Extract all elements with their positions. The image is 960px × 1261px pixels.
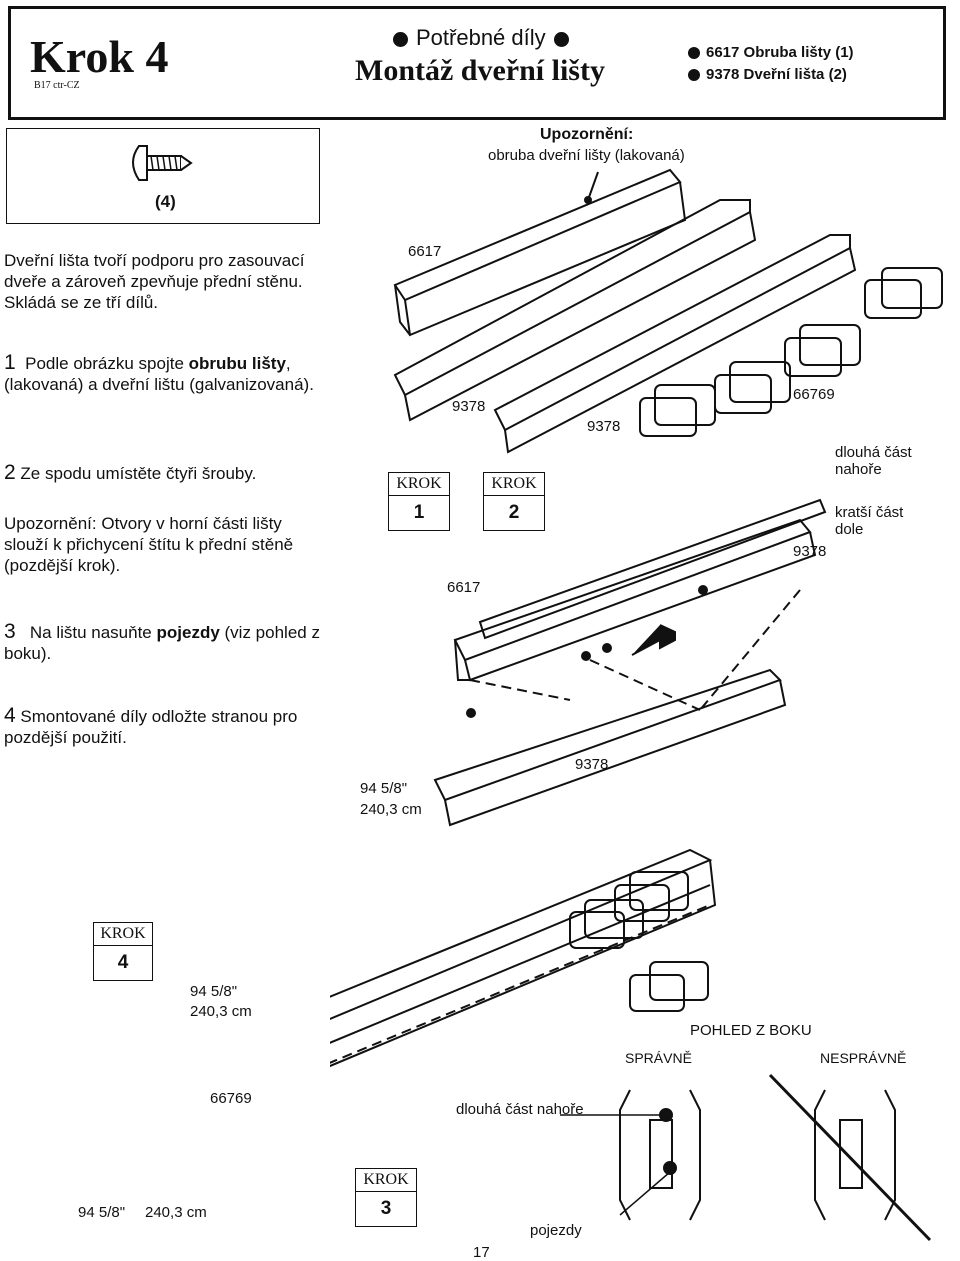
label-long-top: dlouhá část nahoře xyxy=(456,1101,584,1118)
warning-body: Otvory v horní části lišty slouží k přic… xyxy=(4,514,294,575)
slider-group xyxy=(639,384,716,437)
slider-group xyxy=(629,961,709,1012)
slider-group xyxy=(569,899,644,949)
step-text: Na lištu nasuňte xyxy=(29,623,157,642)
side-view-incorrect xyxy=(768,1073,932,1242)
label-9378: 9378 xyxy=(575,756,609,773)
dimension-inch: 94 5/8" xyxy=(360,780,408,797)
step-1-text: 1 Podle obrázku spojte obrubu lišty,(lak… xyxy=(4,352,324,395)
krok-number: 2 xyxy=(508,502,520,523)
krok-box: KROK 3 xyxy=(355,1168,417,1227)
krok-number: 1 xyxy=(413,502,425,523)
parts-list-item-label: 9378 Dveřní lišta (2) xyxy=(706,66,847,83)
krok-number: 3 xyxy=(380,1198,392,1219)
header-frame xyxy=(8,6,946,120)
step-text: Ze spodu umístěte čtyři šrouby. xyxy=(20,464,257,483)
bullet-icon xyxy=(688,69,700,82)
label-short-bottom: kratší část dole xyxy=(835,504,904,538)
step-2-text: 2 Ze spodu umístěte čtyři šrouby. xyxy=(4,462,324,484)
dimension-cm: 240,3 cm xyxy=(360,801,422,818)
label-sliders: pojezdy xyxy=(530,1222,582,1239)
slider-group xyxy=(784,324,861,377)
slider-group xyxy=(714,361,791,414)
step-title: Krok 4 xyxy=(30,31,169,82)
screw-icon xyxy=(132,145,193,181)
step-3-text: 3 Na lištu nasuňte pojezdy (viz pohled z… xyxy=(4,621,324,664)
parts-list-item: 6617 Obruba lišty (1) xyxy=(688,44,854,61)
dimension-cm: 240,3 cm xyxy=(145,1204,207,1221)
label-6617: 6617 xyxy=(447,579,481,596)
label-6617: 6617 xyxy=(408,243,442,260)
label-9378: 9378 xyxy=(587,418,621,435)
side-view-correct xyxy=(560,1089,701,1221)
warning-label: Upozornění: xyxy=(4,514,97,533)
label-incorrect: NESPRÁVNĚ xyxy=(820,1050,907,1066)
step-number: 3 xyxy=(4,620,16,643)
step-4-text: 4 Smontované díly odložte stranou pro po… xyxy=(4,705,334,748)
krok-word: KROK xyxy=(484,473,544,496)
bullet-icon xyxy=(393,31,408,47)
label-9378: 9378 xyxy=(452,398,486,415)
slider-group xyxy=(614,871,689,922)
step-number: 4 xyxy=(4,704,16,727)
parts-heading: Potřebné díly xyxy=(385,25,577,51)
parts-list-item-label: 6617 Obruba lišty (1) xyxy=(706,44,854,61)
warning-text: Upozornění: Otvory v horní části lišty s… xyxy=(4,513,324,576)
page-number: 17 xyxy=(473,1244,490,1261)
intro-text: Dveřní lišta tvoří podporu pro zasouvací… xyxy=(4,251,305,312)
step-text: Podle obrázku spojte xyxy=(25,354,189,373)
krok-word: KROK xyxy=(94,923,152,946)
step-text: (viz pohled z boku). xyxy=(4,623,320,663)
label-66769: 66769 xyxy=(793,386,835,403)
krok-word: KROK xyxy=(389,473,449,496)
krok-box: KROK 2 xyxy=(483,472,545,531)
bullet-icon xyxy=(553,31,569,47)
parts-heading-text: Potřebné díly xyxy=(416,25,546,50)
notice-title: Upozornění: xyxy=(540,126,634,143)
dimension-inch: 94 5/8" xyxy=(78,1204,126,1221)
notice-text: obruba dveřní lišty (lakovaná) xyxy=(488,147,685,164)
page-title: Montáž dveřní lišty xyxy=(355,54,605,87)
label-9378: 9378 xyxy=(793,543,827,560)
dimension-cm: 240,3 cm xyxy=(190,1003,252,1020)
hardware-box xyxy=(6,128,320,224)
parts-list-item: 9378 Dveřní lišta (2) xyxy=(688,66,847,83)
step-number: 2 xyxy=(4,461,16,484)
krok-word: KROK xyxy=(356,1169,416,1192)
bullet-icon xyxy=(688,47,700,60)
krok-box: KROK 4 xyxy=(93,922,153,981)
step-bold: obrubu lišty xyxy=(188,354,286,373)
slider-group xyxy=(864,267,943,319)
assembly-diagram xyxy=(330,168,943,1242)
dimension-inch: 94 5/8" xyxy=(190,983,238,1000)
screw-quantity: (4) xyxy=(155,192,176,211)
label-correct: SPRÁVNĚ xyxy=(625,1050,692,1066)
doc-code: B17 ctr-CZ xyxy=(34,80,80,91)
step-text: ,(lakovaná) a dveřní lištu (galvanizovan… xyxy=(4,354,314,394)
label-66769: 66769 xyxy=(210,1090,252,1107)
krok-number: 4 xyxy=(117,952,129,973)
step-text: Smontované díly odložte stranou pro pozd… xyxy=(4,707,298,747)
side-view-heading: POHLED Z BOKU xyxy=(690,1022,812,1039)
step-bold: pojezdy xyxy=(156,623,220,642)
step-number: 1 xyxy=(4,351,16,374)
krok-box: KROK 1 xyxy=(388,472,450,531)
label-long-top: dlouhá část nahoře xyxy=(835,444,912,478)
